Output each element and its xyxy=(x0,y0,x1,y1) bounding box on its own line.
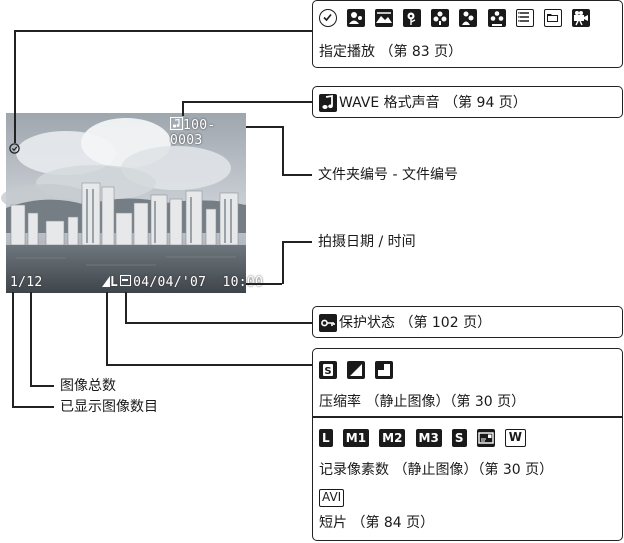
shoot-datetime-label: 拍摄日期 / 时间 xyxy=(318,234,416,250)
leader-wave-h xyxy=(182,101,312,103)
file-number-display: 100-0003 xyxy=(170,117,246,148)
key-icon xyxy=(319,313,337,332)
folder-icon xyxy=(543,8,562,27)
wave-sound-label: WAVE 格式声音 （第 94 页） xyxy=(339,95,527,111)
shooting-datetime: 04/04/'07 10:00 xyxy=(133,275,264,290)
playback-callout: 指定播放 （第 83 页） xyxy=(312,0,623,68)
svg-text:S: S xyxy=(324,366,331,377)
folder-file-label: 文件夹编号 - 文件编号 xyxy=(318,167,458,183)
wave-sound-callout: WAVE 格式声音 （第 94 页） xyxy=(312,86,623,118)
portrait-icon xyxy=(347,8,366,27)
pixels-label: 记录像素数 （静止图像）（第 30 页） xyxy=(319,462,554,478)
playback-photo: 100-0003 1/12 L 04/04/'07 10:00 xyxy=(1,113,263,293)
total-images-label: 图像总数 xyxy=(60,378,116,394)
city-skyline-illustration xyxy=(1,113,246,293)
protect-callout: 保护状态 （第 102 页） xyxy=(312,306,623,338)
leader-total-v xyxy=(30,292,32,386)
pixel-tag-w: W xyxy=(504,428,527,447)
shown-image-number-label: 已显示图像数目 xyxy=(60,399,158,415)
people-1-icon xyxy=(431,8,450,27)
playback-icon-row xyxy=(319,7,590,27)
leader-date-h1 xyxy=(246,283,282,285)
postcard-icon xyxy=(476,428,495,447)
pixel-size-indicator: L xyxy=(110,275,119,290)
movie-tag: AVI xyxy=(319,488,345,507)
leader-total-h xyxy=(30,385,54,387)
list-icon xyxy=(515,8,534,27)
compression-label: 压缩率 （静止图像）（第 30 页） xyxy=(319,394,526,410)
quality-divider xyxy=(313,416,622,418)
leader-protect-h xyxy=(125,322,312,324)
superfine-icon: S xyxy=(319,360,337,379)
pixel-tag-m1: M1 xyxy=(342,428,370,447)
movie-camera-icon xyxy=(571,8,590,27)
fine-icon xyxy=(347,360,366,379)
pixel-icon-row: L M1 M2 M3 S W xyxy=(319,427,531,447)
note-icon xyxy=(319,93,337,112)
pixel-tag-l: L xyxy=(319,428,333,447)
osd-bottom-right: L 04/04/'07 10:00 xyxy=(102,275,263,290)
protect-label: 保护状态 （第 102 页） xyxy=(339,315,492,331)
landscape-icon xyxy=(375,8,394,27)
leader-wave-v xyxy=(182,101,184,116)
leader-compress-v xyxy=(106,292,108,365)
pixel-tag-m3: M3 xyxy=(415,428,442,447)
leader-playback-v xyxy=(14,30,16,143)
pixel-tag-m2: M2 xyxy=(379,428,406,447)
leader-date-v xyxy=(282,241,284,284)
quality-callout: S 压缩率 （静止图像）（第 30 页） L M1 M2 M3 S W 记录像素… xyxy=(312,348,623,541)
leader-protect-v xyxy=(125,292,127,323)
people-2-icon xyxy=(459,8,478,27)
protect-row: 保护状态 （第 102 页） xyxy=(319,312,491,332)
leader-shown-v xyxy=(12,292,14,407)
normal-icon xyxy=(375,360,394,379)
image-count: 1/12 xyxy=(10,275,43,290)
leader-file-h1 xyxy=(246,126,282,128)
leader-file-v xyxy=(282,126,284,175)
leader-shown-h xyxy=(12,406,54,408)
people-3-icon xyxy=(487,8,506,27)
leader-date-h2 xyxy=(282,241,312,243)
playback-label: 指定播放 （第 83 页） xyxy=(319,44,463,60)
pixel-tag-s: S xyxy=(451,428,467,447)
key-icon xyxy=(120,275,132,286)
note-icon xyxy=(170,117,183,130)
leader-compress-h xyxy=(106,364,312,366)
leader-file-h2 xyxy=(282,174,312,176)
file-number: 100-0003 xyxy=(170,118,216,148)
leader-playback-h xyxy=(14,30,312,32)
clock-icon xyxy=(319,8,337,27)
wave-row: WAVE 格式声音 （第 94 页） xyxy=(319,92,527,112)
movie-label: 短片 （第 84 页） xyxy=(319,515,435,531)
flower-icon xyxy=(403,8,422,27)
movie-row: AVI xyxy=(319,487,349,507)
compression-icon xyxy=(102,276,110,287)
compression-icon-row: S xyxy=(319,359,398,379)
